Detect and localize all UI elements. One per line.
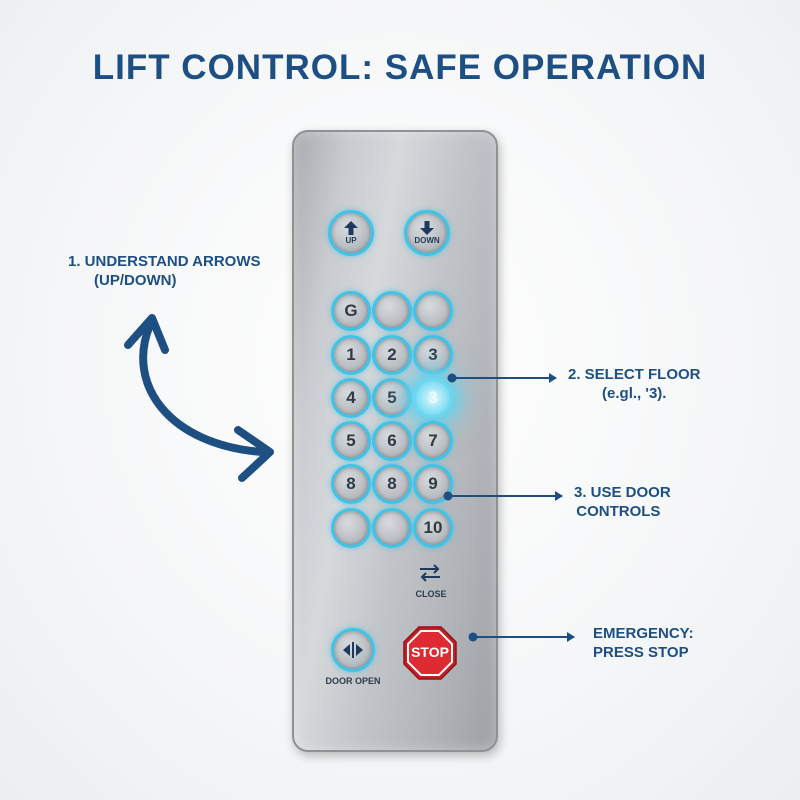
curved-double-arrow bbox=[139, 321, 266, 456]
up-button[interactable]: UP bbox=[328, 210, 374, 256]
floor-button[interactable]: 10 bbox=[413, 508, 453, 548]
door-close-arrows-icon[interactable] bbox=[418, 563, 442, 583]
floor-button[interactable]: 8 bbox=[331, 464, 371, 504]
floor-button[interactable]: 5 bbox=[331, 421, 371, 461]
stop-button[interactable]: STOP bbox=[402, 625, 458, 681]
callout-step3-line2: CONTROLS bbox=[576, 503, 661, 520]
callout-step2-line1: 2. SELECT FLOOR bbox=[568, 366, 701, 383]
floor-button[interactable] bbox=[413, 291, 453, 331]
callout-step2: 2. SELECT FLOOR (e.gl., '3). bbox=[568, 365, 701, 403]
up-label: UP bbox=[345, 236, 357, 245]
arrow-up-icon bbox=[344, 221, 358, 235]
floor-button[interactable] bbox=[331, 508, 371, 548]
down-button[interactable]: DOWN bbox=[404, 210, 450, 256]
floor-button[interactable]: 1 bbox=[331, 335, 371, 375]
floor-button[interactable]: 6 bbox=[372, 421, 412, 461]
callout-step2-line2: (e.gl., '3). bbox=[602, 385, 667, 402]
stop-label: STOP bbox=[411, 644, 449, 660]
door-open-label: DOOR OPEN bbox=[325, 676, 381, 686]
callout-step1: 1. UNDERSTAND ARROWS (UP/DOWN) bbox=[68, 252, 261, 290]
door-open-button[interactable] bbox=[331, 628, 375, 672]
arrow-down-icon bbox=[420, 221, 434, 235]
callout-step4: EMERGENCY: PRESS STOP bbox=[593, 624, 694, 662]
curved-arrow-head-top bbox=[124, 314, 169, 354]
callout-step4-line1: EMERGENCY: bbox=[593, 625, 694, 642]
floor-button[interactable]: 5 bbox=[372, 378, 412, 418]
floor-button[interactable]: 9 bbox=[413, 464, 453, 504]
floor-button[interactable]: G bbox=[331, 291, 371, 331]
page-title: LIFT CONTROL: SAFE OPERATION bbox=[92, 48, 708, 87]
callout-step3-line1: 3. USE DOOR bbox=[574, 484, 671, 501]
stop-octagon-icon bbox=[403, 626, 457, 680]
down-label: DOWN bbox=[414, 236, 440, 245]
floor-button-selected[interactable]: 3 bbox=[413, 378, 453, 418]
door-open-arrows-icon bbox=[343, 642, 363, 658]
callout-step1-line2: (UP/DOWN) bbox=[94, 272, 177, 289]
floor-button[interactable]: 4 bbox=[331, 378, 371, 418]
floor-button[interactable] bbox=[372, 508, 412, 548]
floor-button[interactable] bbox=[372, 291, 412, 331]
floor-button[interactable]: 3 bbox=[413, 335, 453, 375]
callout-step3: 3. USE DOOR CONTROLS bbox=[574, 483, 671, 521]
callout-step1-line1: 1. UNDERSTAND ARROWS bbox=[68, 253, 261, 270]
floor-button[interactable]: 7 bbox=[413, 421, 453, 461]
floor-button[interactable]: 8 bbox=[372, 464, 412, 504]
callout-step4-line2: PRESS STOP bbox=[593, 644, 689, 661]
floor-button[interactable]: 2 bbox=[372, 335, 412, 375]
curved-arrow-head-bottom bbox=[234, 426, 274, 482]
close-label: CLOSE bbox=[415, 589, 447, 599]
